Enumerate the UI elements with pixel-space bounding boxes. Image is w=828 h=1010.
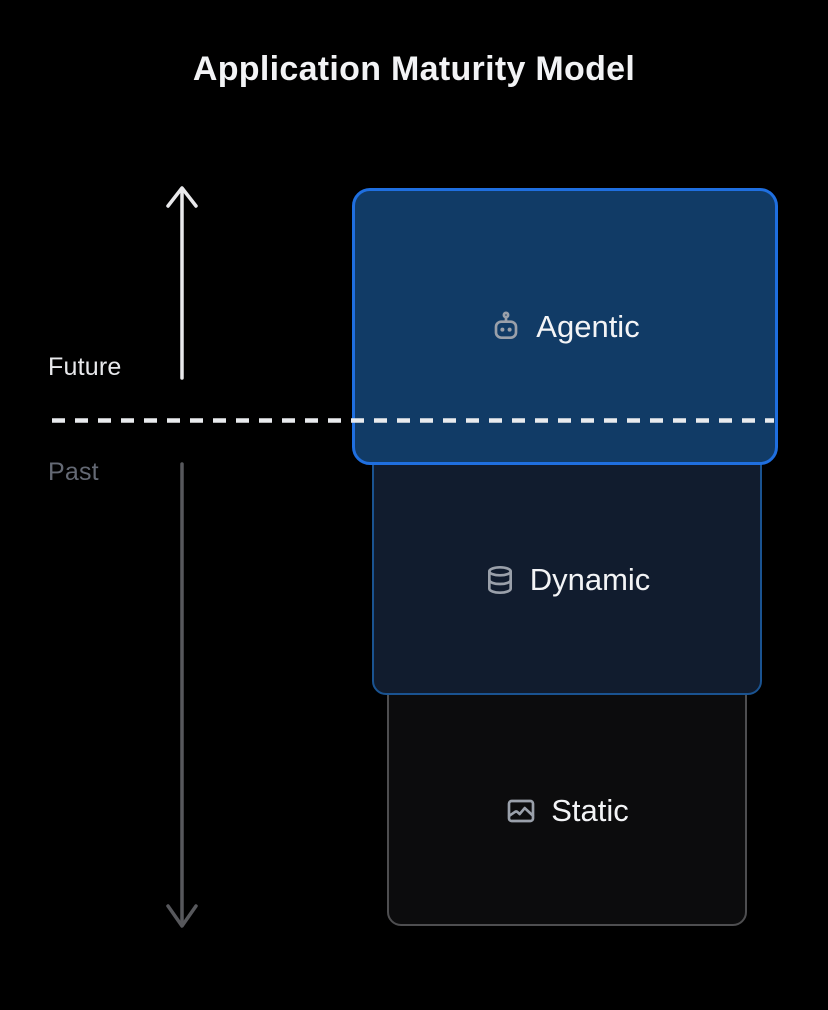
maturity-level-static: Static [387,655,747,926]
future-past-divider-dashed-line [52,418,774,423]
image-icon [505,795,537,827]
level-label-dynamic: Dynamic [529,562,651,597]
arrow-down-icon [166,462,198,928]
database-icon [484,564,516,596]
level-label-agentic: Agentic [536,308,640,344]
page-title: Application Maturity Model [192,50,636,88]
arrow-up-icon [166,186,198,380]
maturity-level-dynamic: Dynamic [372,430,762,695]
past-axis-label: Past [48,458,99,486]
level-label-static: Static [551,792,629,828]
future-axis-label: Future [48,353,122,381]
bot-icon [490,311,522,343]
